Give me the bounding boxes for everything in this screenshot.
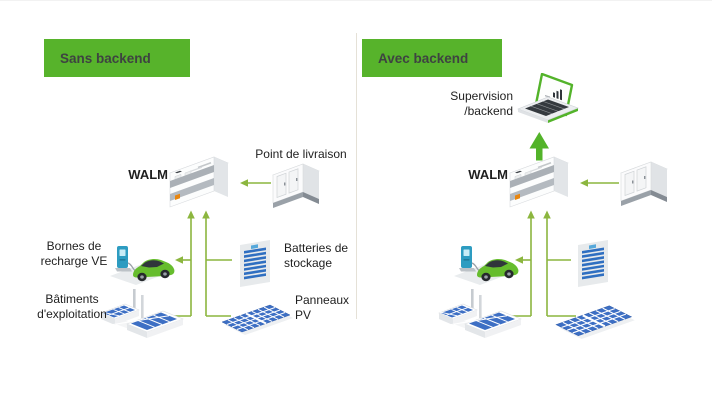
battery-rack-icon — [570, 237, 616, 294]
building-icon — [437, 286, 529, 344]
pv-label: Panneaux PV — [295, 293, 365, 322]
sans-backend-banner-label: Sans backend — [60, 50, 151, 66]
avec-backend-banner: Avec backend — [362, 39, 502, 77]
walm-label-left: WALM — [128, 167, 168, 182]
walm-device-icon — [168, 147, 240, 211]
ev-charging-label: Bornes de recharge VE — [36, 239, 112, 268]
section-divider — [356, 33, 357, 319]
batteries-label-line1: Batteries de — [284, 241, 349, 255]
solar-array-icon — [553, 287, 639, 349]
ev-charging-icon — [106, 236, 180, 288]
ev-charging-label-line2: recharge VE — [40, 253, 108, 268]
batteries-label-line2: stockage — [284, 255, 333, 270]
supervision-label: Supervision /backend — [433, 89, 513, 118]
avec-backend-banner-label: Avec backend — [378, 50, 469, 66]
supervision-label-line1: Supervision — [450, 89, 513, 103]
ev-charging-icon — [450, 236, 524, 288]
delivery-cabinet-icon — [271, 161, 323, 211]
walm-device-icon — [508, 147, 580, 211]
battery-rack-icon — [232, 237, 278, 294]
walm-label-right: WALM — [468, 167, 508, 182]
buildings-label: Bâtiments d'exploitation — [28, 292, 116, 321]
delivery-point-label: Point de livraison — [255, 147, 347, 161]
solar-array-icon — [220, 288, 296, 344]
delivery-cabinet-icon — [619, 159, 671, 209]
buildings-label-line1: Bâtiments — [45, 292, 99, 306]
buildings-label-line2: d'exploitation — [37, 306, 107, 321]
sans-backend-banner: Sans backend — [44, 39, 190, 77]
ev-charging-label-line1: Bornes de — [46, 239, 102, 253]
laptop-supervision-icon — [515, 73, 583, 135]
pv-label-line2: PV — [295, 307, 312, 322]
supervision-label-line2: /backend — [464, 103, 513, 118]
batteries-label: Batteries de stockage — [284, 241, 364, 270]
pv-label-line1: Panneaux — [295, 293, 350, 307]
